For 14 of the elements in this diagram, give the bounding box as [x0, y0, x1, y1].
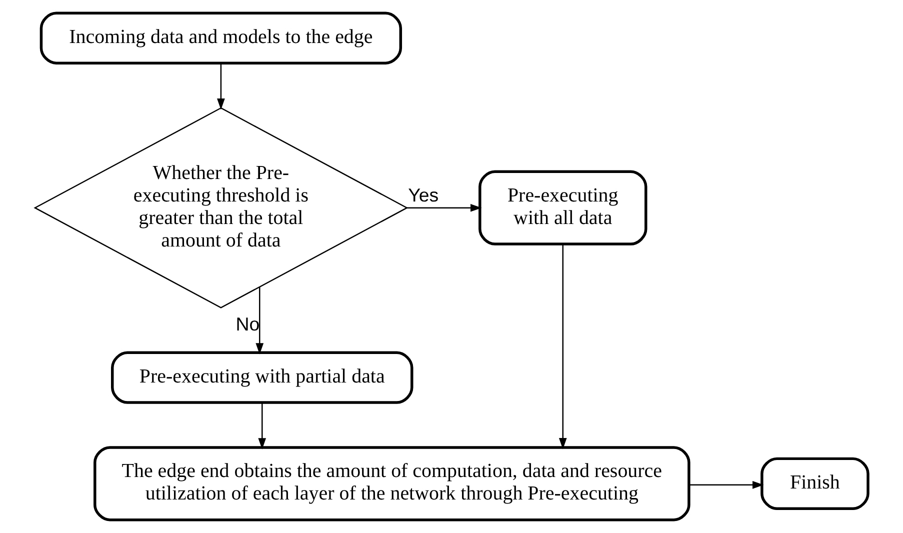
arrow — [217, 63, 225, 110]
edge-label: No — [236, 313, 260, 334]
edge-label: Yes — [408, 184, 439, 206]
node-box: Incoming data and models to the edge — [40, 12, 402, 64]
arrow — [558, 244, 567, 450]
arrow — [258, 402, 266, 450]
node-box: Pre-executing with partial data — [111, 351, 414, 404]
node-box: The edge end obtains the amount of computation, data and resource utilization of each layer of the network through Pre-executing — [94, 446, 690, 522]
arrow — [406, 204, 482, 212]
arrow — [256, 287, 264, 354]
arrow — [689, 480, 764, 489]
node-box: Finish — [760, 457, 870, 510]
node-diamond: Whether the Pre-executing threshold is greater than the total amount of data — [34, 107, 408, 308]
node-box: Pre-executing with all data — [478, 170, 648, 246]
